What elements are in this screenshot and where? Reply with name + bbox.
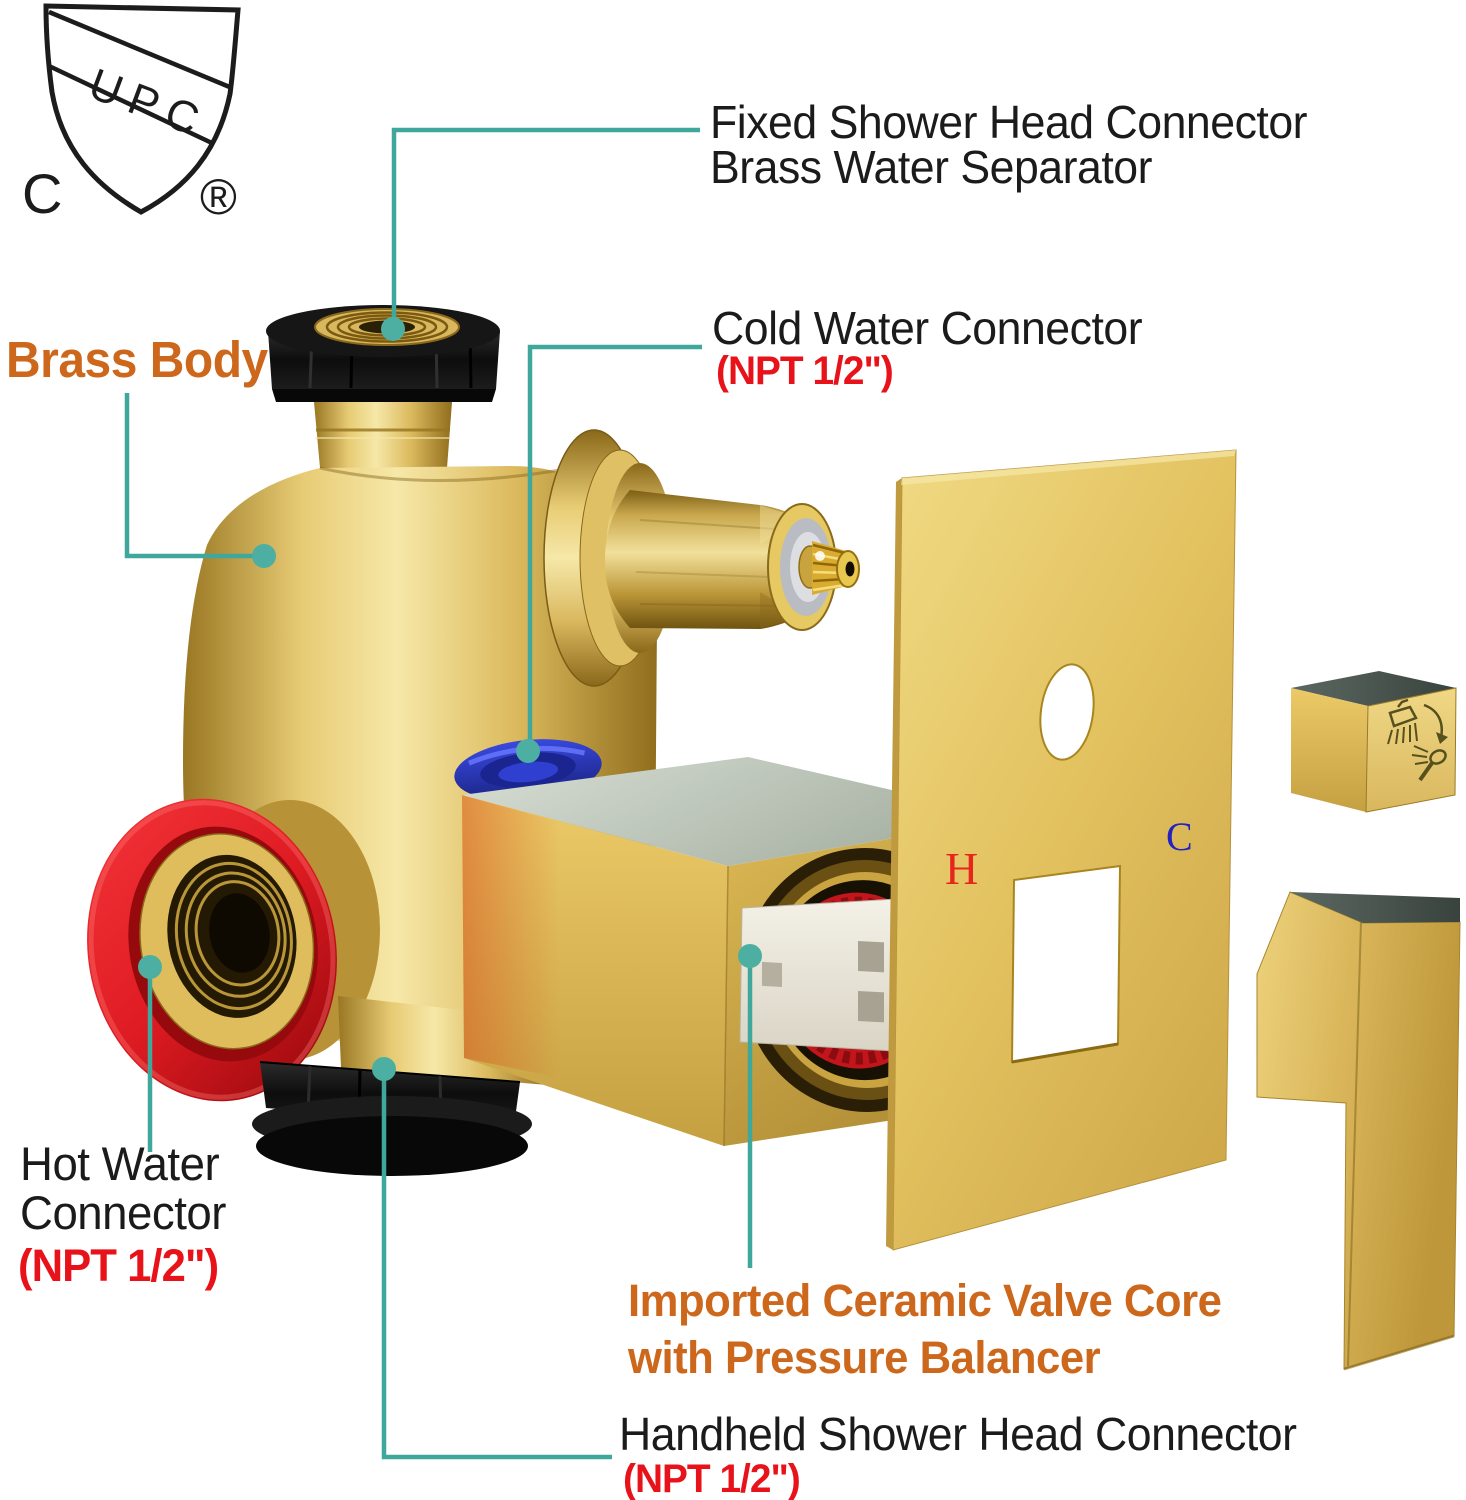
hot-connector-spec: (NPT 1/2") bbox=[18, 1240, 219, 1291]
hot-connector-label: Hot Water Connector bbox=[20, 1139, 226, 1237]
registered-trademark-icon: ® bbox=[200, 169, 237, 225]
cold-connector-spec: (NPT 1/2") bbox=[716, 349, 894, 393]
callout-dot-handheld-connector bbox=[372, 1057, 396, 1081]
brass-body-label: Brass Body bbox=[6, 331, 268, 388]
valve-neck bbox=[314, 402, 452, 468]
rain-shower-head-icon bbox=[1387, 698, 1418, 745]
cupc-certification-shield-icon: UPC C ® bbox=[22, 3, 241, 225]
hot-connector-label-line2: Connector bbox=[20, 1186, 226, 1239]
hot-connector-label-line1: Hot Water bbox=[20, 1137, 220, 1190]
callout-dot-valve-core bbox=[738, 944, 762, 968]
cold-cartridge-stem bbox=[543, 429, 860, 687]
handheld-sprayer-icon bbox=[1411, 745, 1447, 782]
plate-cold-marker: C bbox=[1166, 814, 1193, 859]
plate-hot-marker: H bbox=[945, 843, 978, 894]
cupc-country-letter: C bbox=[22, 162, 62, 225]
divert-curved-arrow-icon bbox=[1423, 703, 1448, 744]
handheld-connector-label: Handheld Shower Head Connector bbox=[619, 1408, 1297, 1460]
valve-core-label: Imported Ceramic Valve Core with Pressur… bbox=[628, 1272, 1222, 1386]
callout-line-cold-connector bbox=[527, 344, 702, 751]
callout-dot-fixed-connector bbox=[381, 317, 405, 341]
cold-connector-label: Cold Water Connector bbox=[712, 302, 1143, 354]
wall-plate: H C bbox=[886, 449, 1237, 1251]
callout-dot-hot-connector bbox=[138, 955, 162, 979]
fixed-connector-label-line1: Fixed Shower Head Connector bbox=[710, 96, 1308, 148]
splined-stem-tip bbox=[812, 541, 860, 595]
callout-line-handheld-connector bbox=[381, 1069, 612, 1460]
valve-core-label-line1: Imported Ceramic Valve Core bbox=[628, 1275, 1222, 1326]
callout-dot-cold-connector bbox=[516, 739, 540, 763]
handheld-connector-spec: (NPT 1/2") bbox=[623, 1457, 801, 1500]
valve-core-label-line2: with Pressure Balancer bbox=[628, 1332, 1101, 1383]
plate-round-hole bbox=[1039, 663, 1095, 761]
callout-dot-brass-body bbox=[252, 544, 276, 568]
diverter-knob bbox=[1291, 671, 1457, 813]
hot-water-connector-part bbox=[87, 798, 380, 1102]
handle-lever bbox=[1256, 891, 1461, 1371]
plate-square-hole bbox=[1010, 864, 1122, 1064]
fixed-connector-label: Fixed Shower Head Connector Brass Water … bbox=[710, 96, 1308, 193]
callout-line-fixed-connector bbox=[391, 127, 700, 329]
fixed-connector-label-line2: Brass Water Separator bbox=[710, 141, 1152, 193]
callout-line-brass-body bbox=[124, 393, 264, 559]
fixed-shower-head-connector-part bbox=[266, 305, 500, 402]
